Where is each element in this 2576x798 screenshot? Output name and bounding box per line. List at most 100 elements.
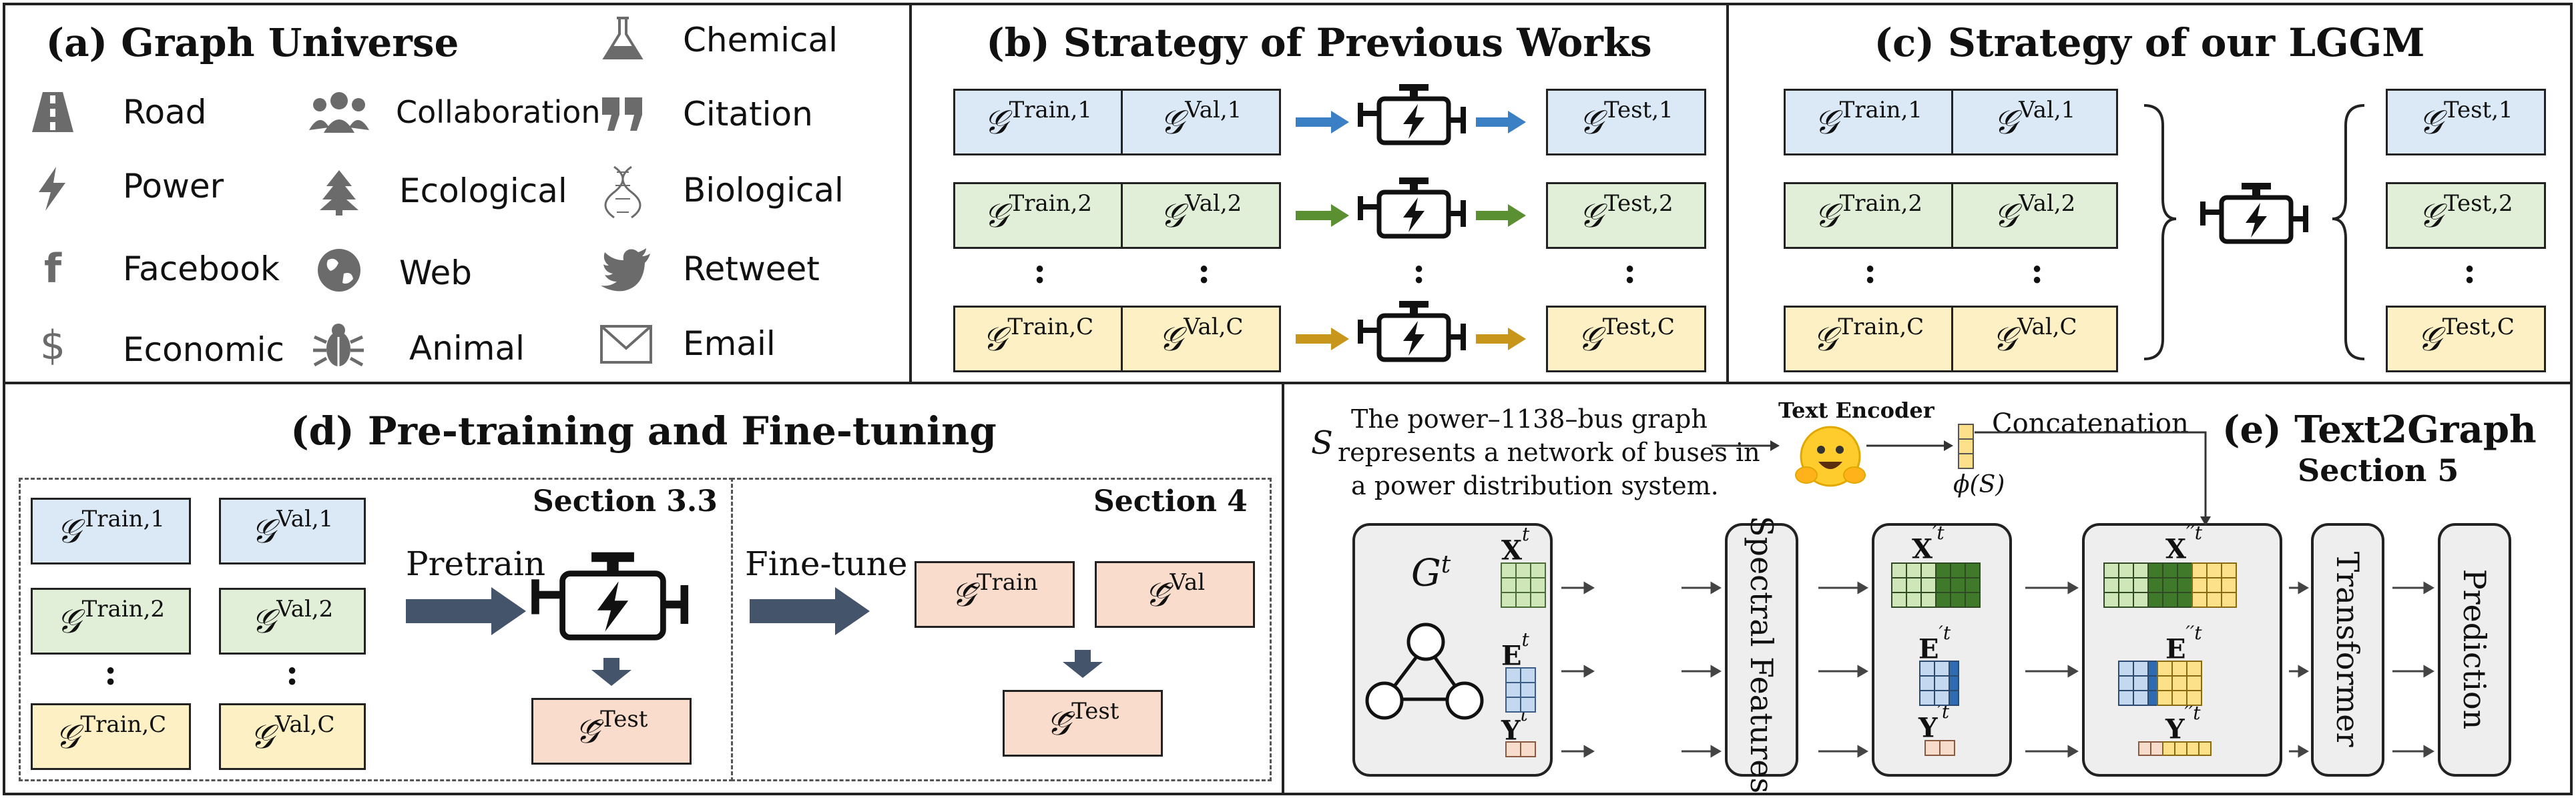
left-brace	[2143, 104, 2177, 360]
y-dprime-label: Y′′t	[2165, 702, 2201, 745]
engine-icon	[1358, 301, 1466, 360]
panel-graph-universe: (a) Graph Universe Road Power f Facebook…	[3, 3, 912, 384]
text2graph-diagram	[1365, 424, 2434, 758]
panel-d-title: (d) Pre-training and Fine-tuning	[290, 408, 997, 454]
y-prime-label: Y′t	[1918, 701, 1950, 744]
arrow-row-1	[1296, 111, 1526, 133]
ellipsis: :	[1412, 251, 1426, 292]
envelope-icon	[600, 325, 652, 364]
x-t-label: Xt	[1501, 523, 1530, 566]
universe-label: Facebook	[123, 250, 280, 288]
text-encoder-label: Text Encoder	[1778, 398, 1935, 423]
flask-icon	[602, 17, 643, 59]
quote-icon	[602, 97, 642, 131]
universe-label: Economic	[123, 330, 285, 369]
engine-icon	[2200, 183, 2308, 244]
finetune-dashed-region	[731, 478, 1272, 781]
graph-label: Gt	[1411, 551, 1451, 595]
finetune-val-box: 𝒢̃Val	[1095, 561, 1255, 628]
x-prime-matrix	[1891, 562, 1981, 608]
ellipsis: :	[1623, 251, 1637, 292]
universe-label: Collaboration	[396, 94, 601, 130]
text-prompt-line-1: The power–1138–bus graph	[1351, 404, 1708, 434]
pretrain-label: Pretrain	[406, 544, 546, 583]
finetune-label: Fine-tune	[745, 544, 908, 583]
pretrain-finetune-arrows	[406, 552, 1103, 686]
universe-label: Animal	[409, 329, 525, 368]
transformer-box	[2311, 523, 2384, 777]
y-t-vector	[1505, 741, 1536, 757]
hugging-face-icon	[1795, 426, 1866, 487]
phi-label: ϕ(S)	[1953, 471, 2005, 498]
finetune-train-box: 𝒢̃Train	[915, 561, 1075, 628]
s-symbol: S	[1311, 424, 1333, 462]
graph-to-spectral-arrows	[1682, 581, 1722, 758]
lggm-brackets-engine	[2143, 104, 2365, 360]
road-icon	[32, 92, 73, 132]
x-dprime-matrix	[2103, 562, 2237, 608]
ellipsis: :	[2031, 251, 2044, 292]
output-to-concat-arrows	[2025, 581, 2079, 758]
engine-icon	[1358, 177, 1466, 236]
universe-label: Road	[123, 93, 207, 131]
x-t-matrix	[1501, 562, 1546, 608]
ellipsis: :	[1864, 251, 1877, 292]
universe-label: Retweet	[683, 250, 820, 288]
text-embedding-vector	[1958, 424, 1974, 469]
concat-label: Concatenation	[1992, 408, 2189, 439]
universe-label: Web	[399, 254, 473, 292]
bug-icon	[313, 324, 364, 367]
ellipsis: :	[2463, 251, 2477, 292]
x-prime-label: X′t	[1912, 522, 1945, 565]
universe-label: Power	[123, 167, 224, 206]
embedding-to-concat-arrow	[1975, 431, 2207, 518]
e-prime-matrix	[1919, 661, 1959, 706]
universe-label: Email	[683, 324, 776, 363]
section-label-finetune: Section 4	[1093, 484, 1248, 518]
text-prompt-line-3: a power distribution system.	[1351, 471, 1719, 500]
e-dprime-label: E′′t	[2165, 622, 2202, 665]
panel-text2graph: (e) Text2Graph Section 5 S The power–113…	[1282, 382, 2573, 795]
universe-label: Chemical	[683, 21, 838, 59]
universe-label: Citation	[683, 95, 813, 133]
engine-icon	[1358, 84, 1466, 143]
pretrain-test-box: 𝒢̃Test	[531, 698, 692, 765]
people-icon	[309, 92, 369, 133]
panel-e-subtitle: Section 5	[2298, 452, 2459, 488]
e-dprime-matrix	[2118, 661, 2202, 706]
text-prompt-line-2: represents a network of buses in	[1338, 438, 1760, 467]
panel-b-title: (b) Strategy of Previous Works	[986, 20, 1652, 65]
y-t-label: Yt	[1501, 703, 1528, 747]
e-t-matrix	[1505, 667, 1536, 713]
prediction-box	[2438, 523, 2511, 777]
section-label-pretrain: Section 3.3	[533, 484, 718, 518]
panel-c-title: (c) Strategy of our LGGM	[1874, 20, 2425, 65]
y-prime-vector	[1924, 740, 1955, 756]
x-dprime-label: X′′t	[2165, 522, 2203, 565]
triangle-graph-icon	[1365, 623, 1484, 720]
arrow-row-2	[1296, 204, 1526, 227]
lightning-icon	[39, 167, 65, 211]
